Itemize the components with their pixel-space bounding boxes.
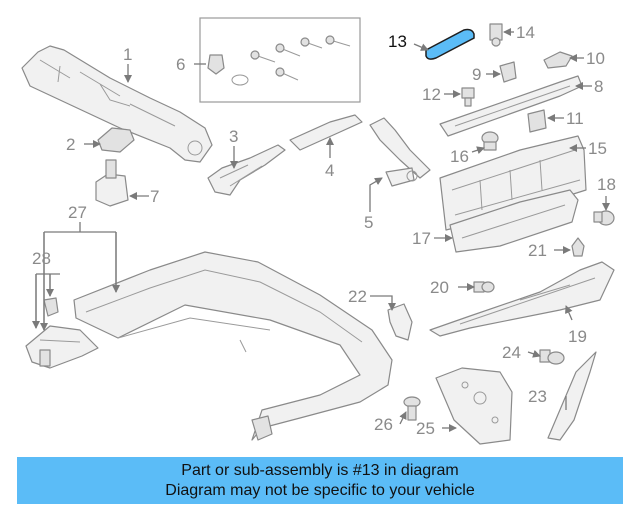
callout-13: 13 — [388, 32, 407, 51]
banner-line-2: Diagram may not be specific to your vehi… — [165, 481, 475, 499]
part-3-shape — [207, 144, 286, 196]
part-9-shape — [499, 61, 517, 83]
callout-24: 24 — [502, 343, 521, 362]
callout-20: 20 — [430, 278, 449, 297]
part-13-shape — [425, 28, 475, 60]
callout-2: 2 — [66, 135, 75, 154]
part-23-shape — [547, 351, 597, 441]
callout-14: 14 — [516, 23, 535, 42]
part-18-shape — [593, 210, 615, 226]
callout-6: 6 — [176, 55, 185, 74]
callout-25: 25 — [416, 419, 435, 438]
part-11-shape — [527, 109, 547, 133]
callout-21: 21 — [528, 241, 547, 260]
part-10-shape — [543, 51, 573, 69]
callout-28: 28 — [32, 249, 51, 268]
part-20-shape — [473, 281, 495, 293]
callout-1: 1 — [123, 45, 132, 64]
part-2-shape — [97, 127, 135, 153]
part-1-shape — [21, 45, 213, 163]
callout-17: 17 — [412, 229, 431, 248]
callout-10: 10 — [586, 49, 605, 68]
callout-26: 26 — [374, 415, 393, 434]
part-25-shape — [435, 367, 513, 445]
part-21-shape — [571, 237, 585, 257]
part-4-shape — [289, 114, 363, 151]
part-16-shape — [481, 131, 499, 151]
callout-19: 19 — [568, 327, 587, 346]
callout-27: 27 — [68, 203, 87, 222]
part-19-shape — [429, 261, 615, 337]
part-7-shape — [95, 159, 129, 207]
callout-5: 5 — [364, 213, 373, 232]
callout-8: 8 — [594, 77, 603, 96]
part-17-shape — [449, 189, 579, 253]
leader-lines — [32, 28, 610, 432]
part-26-shape — [403, 396, 421, 421]
part-5-shape — [369, 117, 431, 187]
info-banner: Part or sub-assembly is #13 in diagram D… — [17, 457, 623, 504]
callout-9: 9 — [472, 65, 481, 84]
part-6-box — [199, 17, 361, 103]
part-28-shape — [25, 325, 99, 369]
callout-labels: 1 2 3 4 5 6 7 8 9 10 11 12 13 14 15 16 1… — [32, 23, 616, 438]
part-22-shape — [387, 303, 413, 341]
callout-11: 11 — [566, 109, 584, 128]
part-14-shape — [489, 23, 503, 47]
part-27-shape — [73, 251, 393, 441]
callout-16: 16 — [450, 147, 469, 166]
callout-23: 23 — [528, 387, 547, 406]
part-24-shape — [539, 349, 565, 365]
callout-22: 22 — [348, 287, 367, 306]
callout-15: 15 — [588, 139, 607, 158]
part-12-shape — [461, 87, 475, 107]
part-28-clip — [43, 297, 59, 317]
banner-line-1: Part or sub-assembly is #13 in diagram — [181, 461, 459, 479]
callout-12: 12 — [422, 85, 441, 104]
callout-4: 4 — [325, 161, 334, 180]
part-8-shape — [439, 75, 583, 137]
callout-7: 7 — [150, 187, 159, 206]
callout-18: 18 — [597, 175, 616, 194]
callout-3: 3 — [229, 127, 238, 146]
